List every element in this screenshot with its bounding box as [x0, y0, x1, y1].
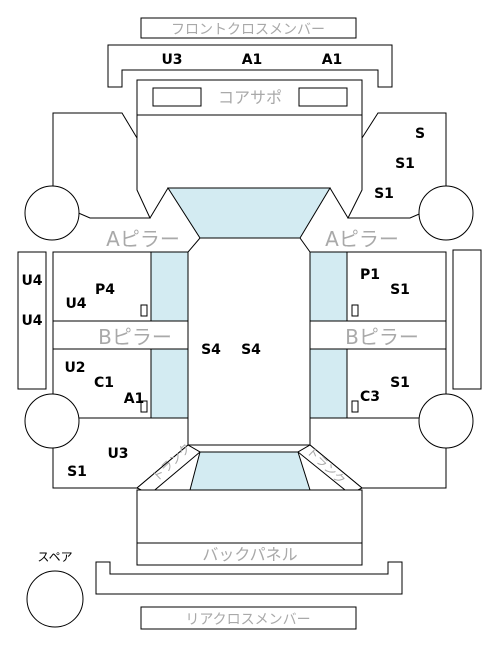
rear-deck[interactable]: [136, 489, 363, 544]
front-door-left-handle[interactable]: [140, 304, 148, 317]
front-fender-right-code-1: S: [415, 126, 425, 142]
roof-code-right: S4: [241, 342, 261, 358]
front-fender-right-code-2: S1: [395, 156, 415, 172]
side-sill-right[interactable]: [452, 249, 482, 390]
a-pillar-right-label: Aピラー: [325, 227, 399, 251]
rear-door-right-code-1: S1: [390, 375, 410, 391]
windshield[interactable]: [167, 187, 331, 239]
side-sill-left[interactable]: [17, 251, 47, 390]
core-support-label: コアサポ: [218, 88, 282, 107]
front-wheel-left[interactable]: [24, 185, 80, 241]
side-sill-left-code-2: U4: [21, 313, 42, 329]
b-pillar-right-label: Bピラー: [345, 325, 419, 349]
front-bumper-code-left: U3: [161, 52, 182, 68]
rear-fender-left-code-2: S1: [67, 464, 87, 480]
front-cross-member-box: [140, 17, 357, 39]
headlight-left[interactable]: [152, 87, 202, 107]
front-bumper-code-right: A1: [322, 52, 343, 68]
front-bumper[interactable]: [107, 44, 393, 88]
rear-door-right-handle[interactable]: [351, 400, 359, 413]
front-fender-right[interactable]: [347, 112, 447, 219]
rear-door-left-code-1: U2: [64, 360, 85, 376]
front-door-left-code-2: U4: [65, 296, 86, 312]
front-bumper-code-center: A1: [242, 52, 263, 68]
roof-code-left: S4: [201, 342, 221, 358]
front-door-left-glass[interactable]: [150, 251, 189, 322]
rear-cross-member-box: [140, 606, 357, 630]
side-sill-left-code-1: U4: [21, 273, 42, 289]
rear-door-left-code-2: C1: [94, 375, 114, 391]
a-pillar-left-label: Aピラー: [106, 227, 180, 251]
rear-window[interactable]: [189, 451, 311, 491]
rear-door-left-handle[interactable]: [140, 400, 148, 413]
rear-wheel-right[interactable]: [418, 393, 474, 449]
rear-door-left-code-3: A1: [124, 391, 145, 407]
rear-fender-left-code-1: U3: [107, 446, 128, 462]
front-door-right-glass[interactable]: [309, 251, 348, 322]
rear-door-right-glass[interactable]: [309, 348, 348, 419]
front-cross-member-label: フロントクロスメンバー: [171, 22, 325, 38]
b-pillar-left-label: Bピラー: [98, 325, 172, 349]
back-panel[interactable]: [136, 542, 363, 566]
b-pillar-left[interactable]: [52, 320, 189, 350]
front-wheel-right[interactable]: [418, 185, 474, 241]
rear-door-right-code-2: C3: [360, 389, 380, 405]
rear-cross-member-label: リアクロスメンバー: [185, 612, 310, 628]
rear-bumper[interactable]: [95, 561, 403, 595]
front-door-right-code-1: P1: [360, 267, 380, 283]
rear-door-left-glass[interactable]: [150, 348, 189, 419]
spare-label: スペア: [37, 550, 72, 564]
headlight-right[interactable]: [298, 87, 348, 107]
back-panel-label: バックパネル: [202, 545, 297, 564]
front-door-left-code-1: P4: [95, 282, 115, 298]
rear-wheel-left[interactable]: [24, 393, 80, 449]
front-door-right-handle[interactable]: [351, 304, 359, 317]
front-fender-right-code-3: S1: [374, 186, 394, 202]
front-door-right-code-2: S1: [390, 282, 410, 298]
spare-tire[interactable]: [26, 570, 84, 628]
